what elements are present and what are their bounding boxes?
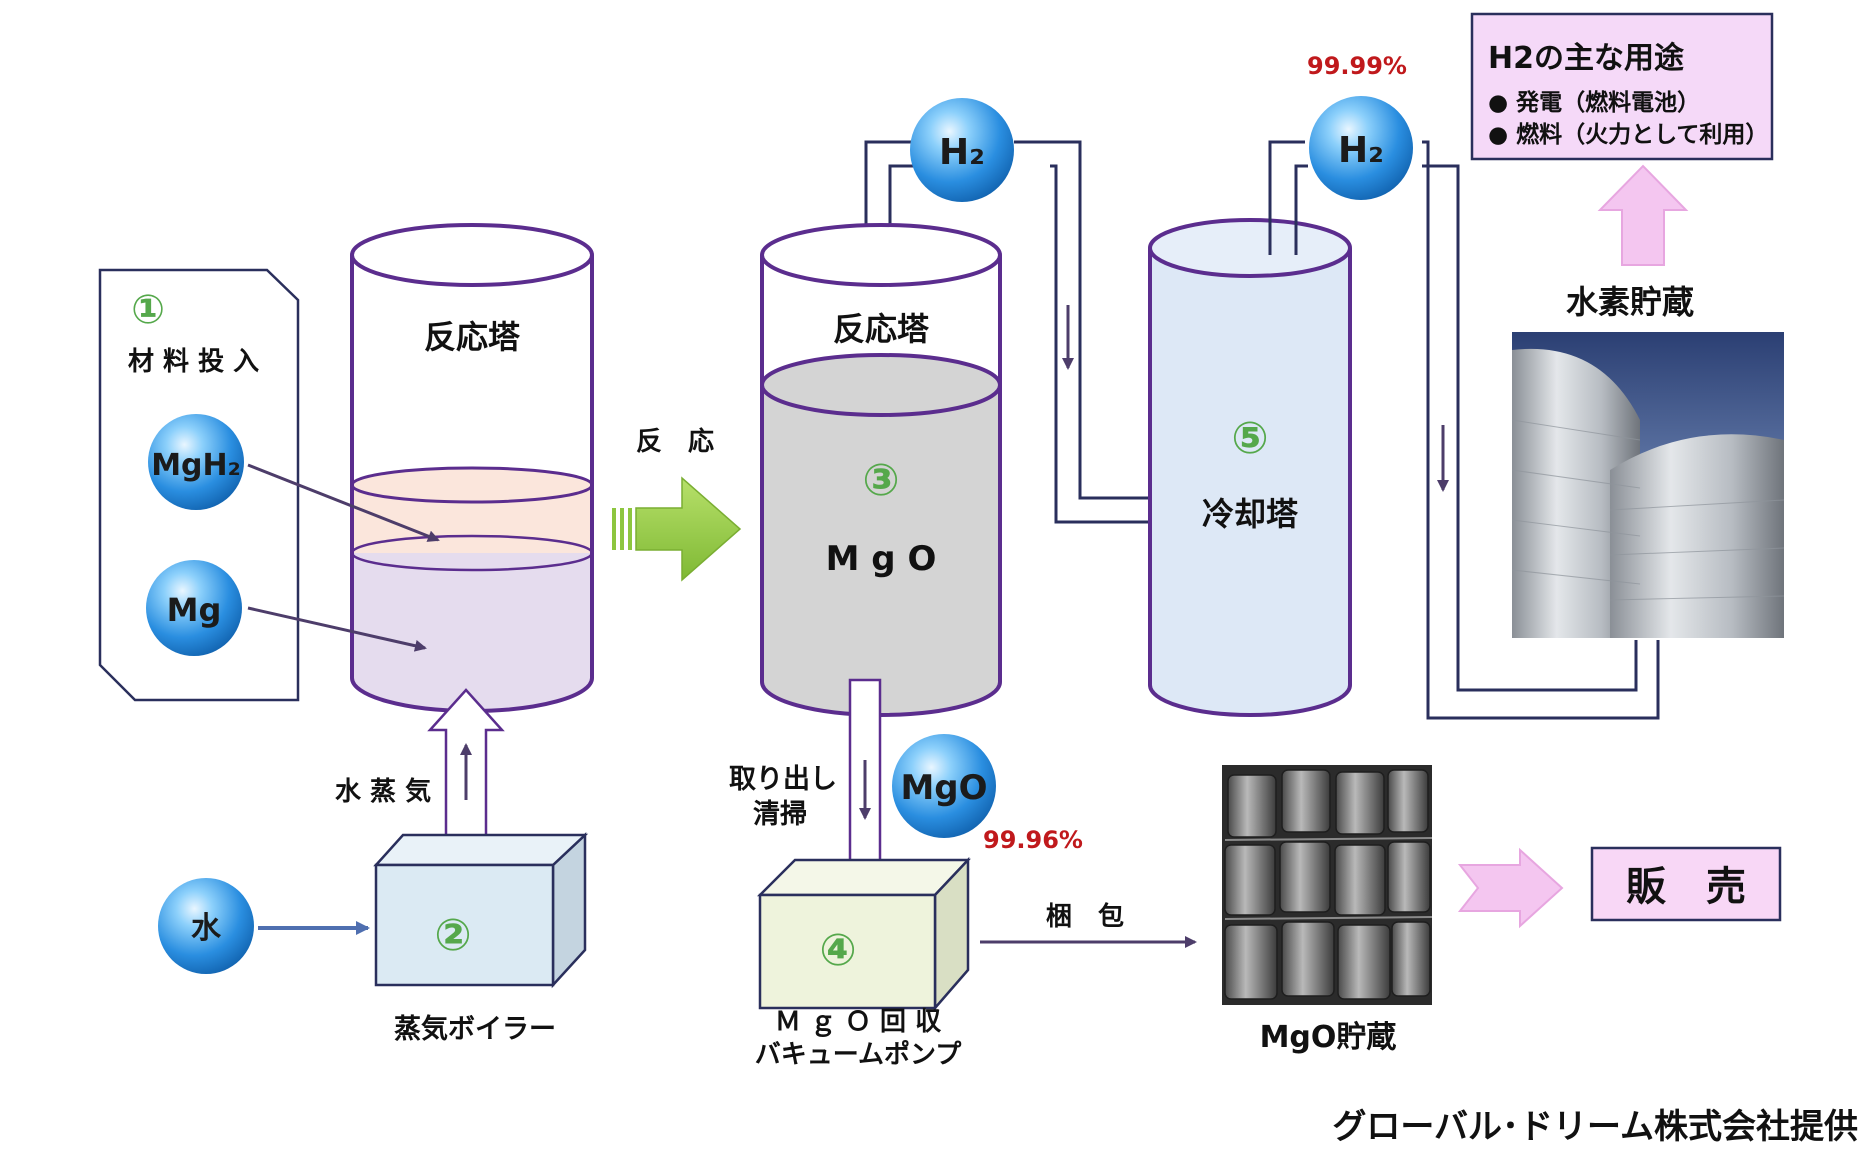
reaction-tower-1: 反応塔: [350, 223, 594, 713]
pump-label-2: バキュームポンプ: [755, 1039, 962, 1070]
steam-label: 水 蒸 気: [335, 776, 431, 807]
mg-label: Mg: [167, 591, 222, 629]
sales-box: 販 売: [1590, 846, 1782, 922]
h2-right-label: H₂: [1338, 130, 1384, 171]
mg-feed-arrow: [247, 606, 427, 652]
h2-pipe-2: [1268, 140, 1660, 720]
mgo-ball-label: MgO: [900, 768, 987, 808]
mgh2-feed-arrow: [247, 463, 440, 542]
hydrogen-storage-label: 水素貯蔵: [1566, 283, 1694, 321]
takeout-label-1: 取り出し: [729, 764, 837, 795]
material-input-number: ①: [131, 287, 165, 333]
uses-arrow: [1597, 164, 1689, 266]
h2-uses-box: H2の主な用途 ● 発電（燃料電池） ● 燃料（火力として利用）: [1470, 12, 1774, 161]
boiler-number: ②: [434, 910, 471, 961]
tower3-number: ③: [862, 455, 899, 506]
credit-text: グローバル･ドリーム株式会社提供: [1332, 1107, 1858, 1147]
water-label: 水: [191, 911, 222, 946]
h2-purity: 99.99%: [1307, 52, 1407, 80]
steam-pipe: [427, 688, 505, 862]
h2-ball-right: H₂: [1309, 96, 1413, 200]
mgo-takeout-pipe: [848, 678, 882, 872]
mg-ball: Mg: [146, 560, 242, 656]
reaction-label: 反 応: [636, 426, 714, 457]
cooling-label: 冷却塔: [1202, 495, 1299, 533]
hydrogen-storage-photo: [1511, 332, 1785, 638]
tower3-content: M g O: [826, 539, 937, 579]
water-ball: 水: [158, 878, 254, 974]
sales-arrow: [1457, 847, 1564, 929]
reaction-arrow: [612, 476, 742, 582]
cooling-tower: ⑤ 冷却塔: [1148, 218, 1352, 717]
cooling-number: ⑤: [1231, 413, 1268, 464]
boiler-label: 蒸気ボイラー: [394, 1013, 556, 1045]
mgo-purity: 99.96%: [983, 826, 1083, 854]
h2-left-label: H₂: [939, 132, 985, 173]
tower1-label: 反応塔: [424, 318, 521, 356]
takeout-label-2: 清掃: [753, 799, 807, 830]
packing-label: 梱 包: [1046, 901, 1124, 932]
reaction-tower-3: 反応塔 ③ M g O: [760, 223, 1002, 717]
mgh2-label: MgH₂: [151, 448, 241, 483]
uses-item-1: ● 発電（燃料電池）: [1488, 89, 1700, 116]
h2-ball-left: H₂: [910, 98, 1014, 202]
mgo-storage-photo: [1222, 765, 1433, 1005]
uses-item-2: ● 燃料（火力として利用）: [1488, 121, 1768, 148]
vacuum-pump: ④: [756, 856, 971, 1012]
uses-title: H2の主な用途: [1488, 41, 1685, 76]
mgo-storage-label: MgO貯蔵: [1260, 1020, 1397, 1055]
pump-label-1: Ｍ ｇ Ｏ 回 収: [775, 1007, 942, 1037]
steam-boiler: ②: [373, 832, 589, 989]
mgo-ball: MgO: [892, 734, 996, 838]
pump-number: ④: [819, 925, 856, 976]
sales-label: 販 売: [1626, 864, 1746, 910]
h2-pipe-1: [864, 140, 1160, 524]
material-input-label: 材 料 投 入: [128, 347, 259, 377]
mgh2-ball: MgH₂: [148, 414, 244, 510]
tower3-label: 反応塔: [833, 310, 930, 348]
